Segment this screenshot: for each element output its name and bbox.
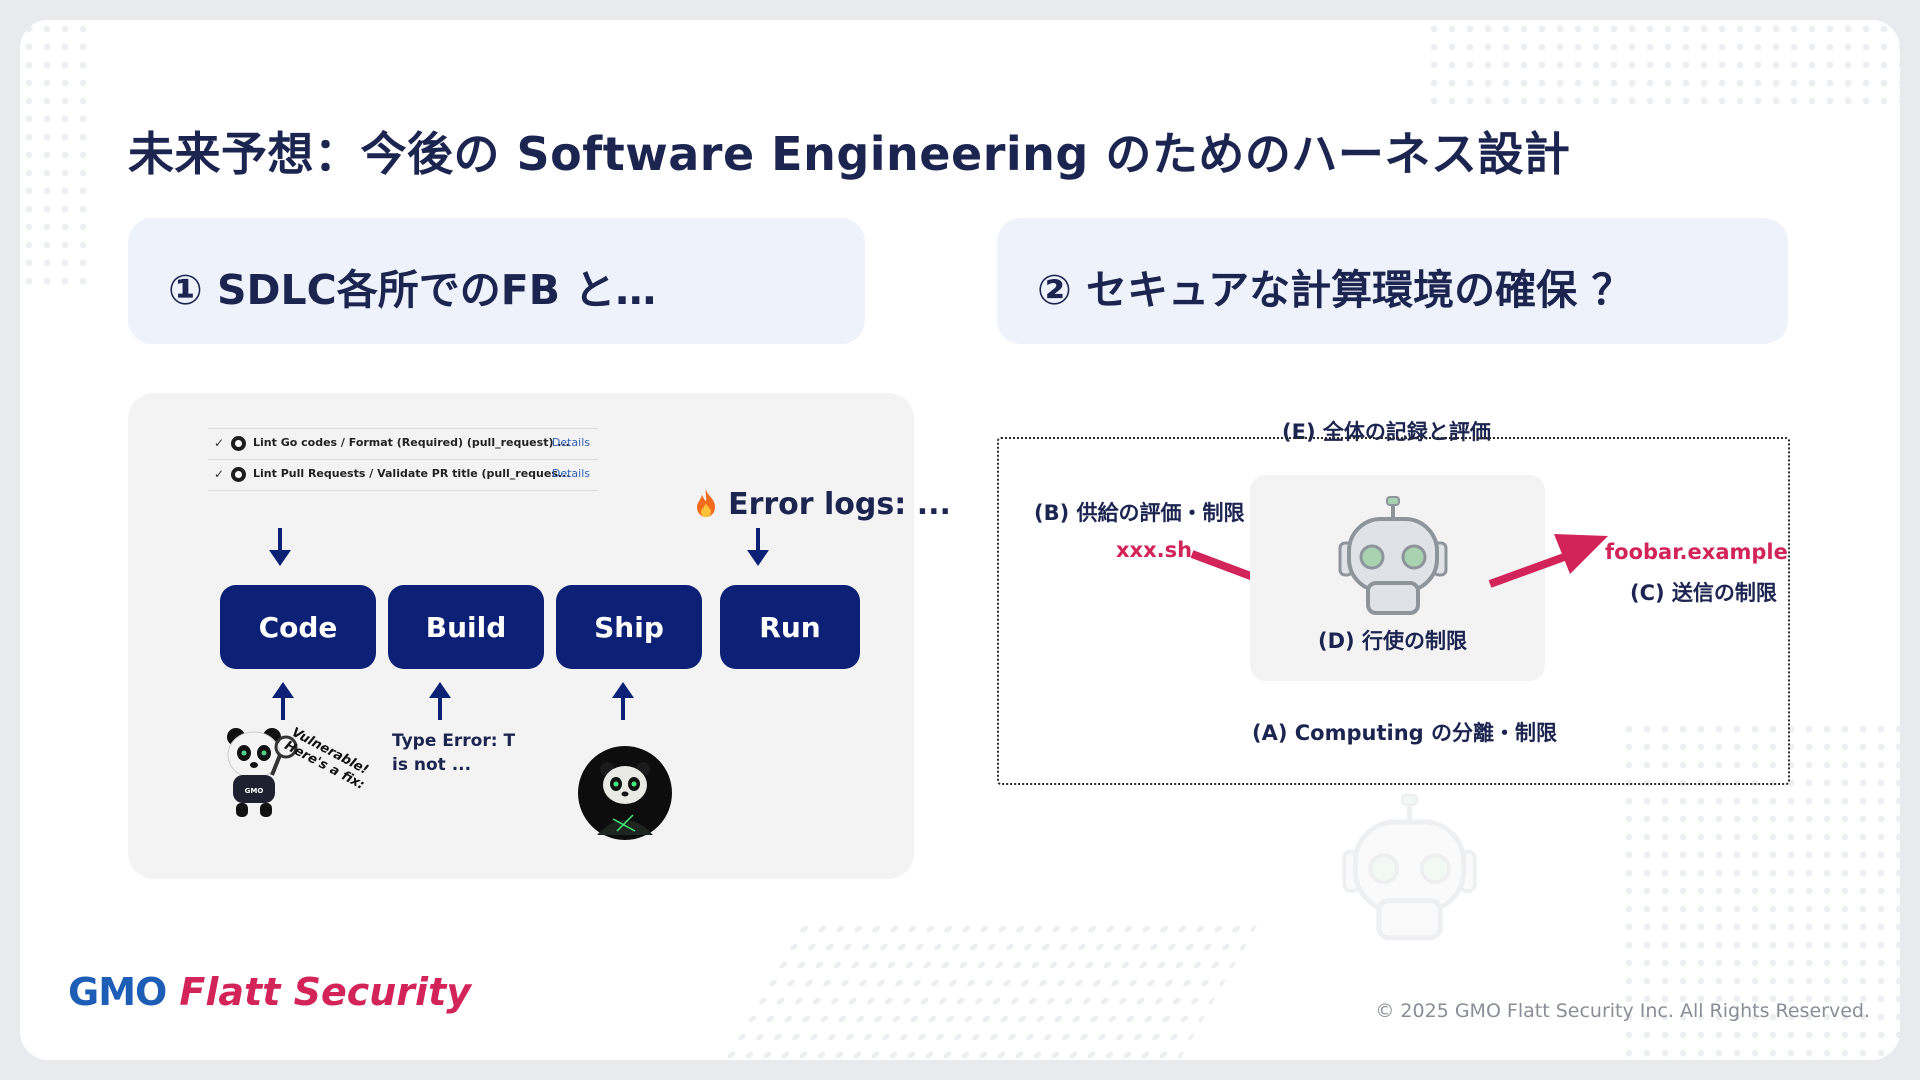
dot-pattern-bottom-center	[719, 920, 1261, 1060]
input-file: xxx.sh	[1116, 538, 1193, 562]
overall-boundary	[997, 437, 1790, 785]
stage-ship: Ship	[556, 585, 702, 669]
stage-run: Run	[720, 585, 860, 669]
section2-title: ② セキュアな計算環境の確保 ？	[1037, 266, 1633, 314]
company-logo: GMO Flatt Security	[68, 970, 471, 1014]
label-a: (A) Computing の分離・制限	[1252, 721, 1557, 745]
checkmark-icon: ✓	[214, 436, 225, 450]
ci-check-label: Lint Pull Requests / Validate PR title (…	[253, 467, 571, 480]
type-error-text: Type Error: T is not ...	[392, 731, 516, 775]
fire-icon	[697, 489, 715, 517]
label-c: (C) 送信の制限	[1630, 581, 1777, 605]
ci-check-details-link[interactable]: Details	[551, 467, 590, 480]
arrow-up-icon	[429, 682, 451, 720]
logo-gmo: GMO	[68, 970, 167, 1014]
robot-watermark-icon	[1342, 793, 1477, 941]
dot-pattern-top-right	[1425, 20, 1900, 115]
stage-code: Code	[220, 585, 376, 669]
ci-check-details-link[interactable]: Details	[551, 436, 590, 449]
arrow-down-icon	[747, 528, 769, 566]
arrow-down-icon	[269, 528, 291, 566]
section2-header: ② セキュアな計算環境の確保 ？	[997, 218, 1788, 344]
output-host: foobar.example	[1605, 540, 1788, 564]
ci-check-row: ✓ Lint Pull Requests / Validate PR title…	[208, 460, 598, 491]
section1-title: ① SDLC各所でのFB と…	[168, 266, 657, 314]
github-icon	[231, 436, 246, 451]
label-d: (D) 行使の制限	[1318, 629, 1467, 653]
slide-title: 未来予想：今後の Software Engineering のためのハーネス設計	[128, 127, 1571, 181]
sdlc-panel: ✓ Lint Go codes / Format (Required) (pul…	[128, 393, 951, 879]
dot-pattern-bottom-right	[1620, 720, 1900, 1060]
checkmark-icon: ✓	[214, 467, 225, 481]
panda-avatar-icon	[578, 746, 672, 840]
ci-check-row: ✓ Lint Go codes / Format (Required) (pul…	[208, 429, 598, 460]
robot-icon	[1338, 496, 1448, 615]
arrow-out-icon	[1488, 534, 1608, 588]
github-icon	[231, 467, 246, 482]
error-logs-label: Error logs: ...	[728, 487, 951, 522]
slide: 未来予想：今後の Software Engineering のためのハーネス設計…	[20, 20, 1900, 1060]
error-logs: Error logs: ...	[693, 487, 951, 522]
label-e: (E) 全体の記録と評価	[1282, 420, 1491, 444]
panda-mascot-icon: GMO	[227, 728, 298, 817]
logo-product: Flatt Security	[179, 970, 472, 1014]
arrow-up-icon	[272, 682, 294, 720]
arrow-up-icon	[612, 682, 634, 720]
copyright: © 2025 GMO Flatt Security Inc. All Right…	[1375, 1000, 1870, 1022]
ci-checks-list: ✓ Lint Go codes / Format (Required) (pul…	[208, 428, 598, 491]
panda-shirt-text: GMO	[245, 787, 264, 795]
section1-header: ① SDLC各所でのFB と…	[128, 218, 865, 344]
stage-build: Build	[388, 585, 544, 669]
dot-pattern-top-left	[20, 20, 90, 290]
label-b: (B) 供給の評価・制限	[1034, 501, 1245, 525]
ci-check-label: Lint Go codes / Format (Required) (pull_…	[253, 436, 570, 449]
